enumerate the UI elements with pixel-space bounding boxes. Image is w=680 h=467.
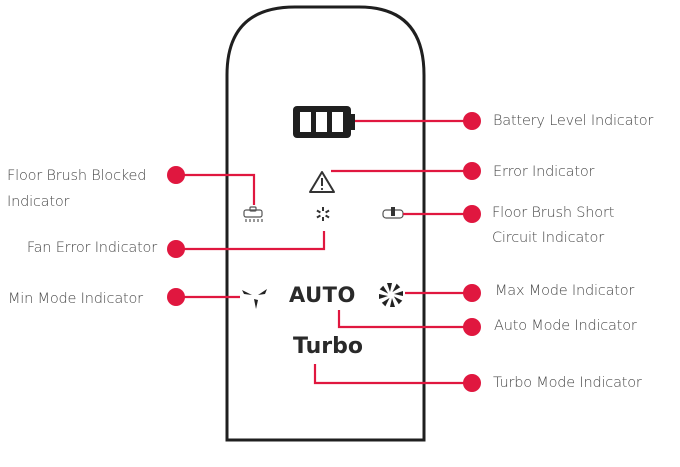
label-max-mode: Max Mode Indicator: [495, 283, 635, 299]
callout-dot-floor-brush-short: [463, 205, 481, 223]
floor-brush-blocked-icon: [243, 206, 263, 222]
label-auto-mode: Auto Mode Indicator: [494, 318, 637, 334]
turbo-mode-text: Turbo: [293, 334, 363, 359]
label-floor-brush-short-1: Floor Brush Short: [492, 205, 615, 221]
callout-line-fan-error: [176, 231, 326, 251]
battery-bar-1: [300, 112, 311, 132]
label-fan-error: Fan Error Indicator: [26, 240, 157, 256]
battery-bar-3: [332, 112, 343, 132]
callout-dot-max-mode: [463, 284, 481, 302]
max-mode-fan-icon: [379, 283, 403, 307]
label-min-mode: Min Mode Indicator: [8, 291, 143, 307]
callout-line-turbo-mode: [313, 364, 472, 385]
label-floor-brush-blocked-2: Indicator: [7, 194, 70, 210]
callout-dot-error: [463, 162, 481, 180]
device-outline: [225, 5, 426, 442]
fan-error-icon: [316, 207, 330, 221]
callout-dot-auto-mode: [463, 318, 481, 336]
callout-dot-fan-error: [167, 240, 185, 258]
label-battery-level: Battery Level Indicator: [493, 113, 654, 129]
label-turbo-mode: Turbo Mode Indicator: [493, 375, 642, 391]
battery-icon: [293, 106, 355, 138]
callout-dot-turbo-mode: [463, 374, 481, 392]
callout-line-auto-mode: [337, 310, 472, 329]
battery-bar-2: [316, 112, 327, 132]
callout-dot-battery: [463, 112, 481, 130]
callout-dot-floor-brush-blocked: [167, 166, 185, 184]
callout-line-floor-brush-blocked: [176, 173, 256, 205]
callout-dot-min-mode: [167, 288, 185, 306]
floor-brush-short-icon: [382, 207, 404, 219]
label-error: Error Indicator: [493, 164, 595, 180]
min-mode-fan-icon: [242, 289, 267, 309]
label-floor-brush-short-2: Circuit Indicator: [492, 230, 604, 246]
label-floor-brush-blocked-1: Floor Brush Blocked: [7, 168, 147, 184]
auto-mode-text: AUTO: [289, 283, 356, 307]
warning-icon: [309, 171, 335, 193]
